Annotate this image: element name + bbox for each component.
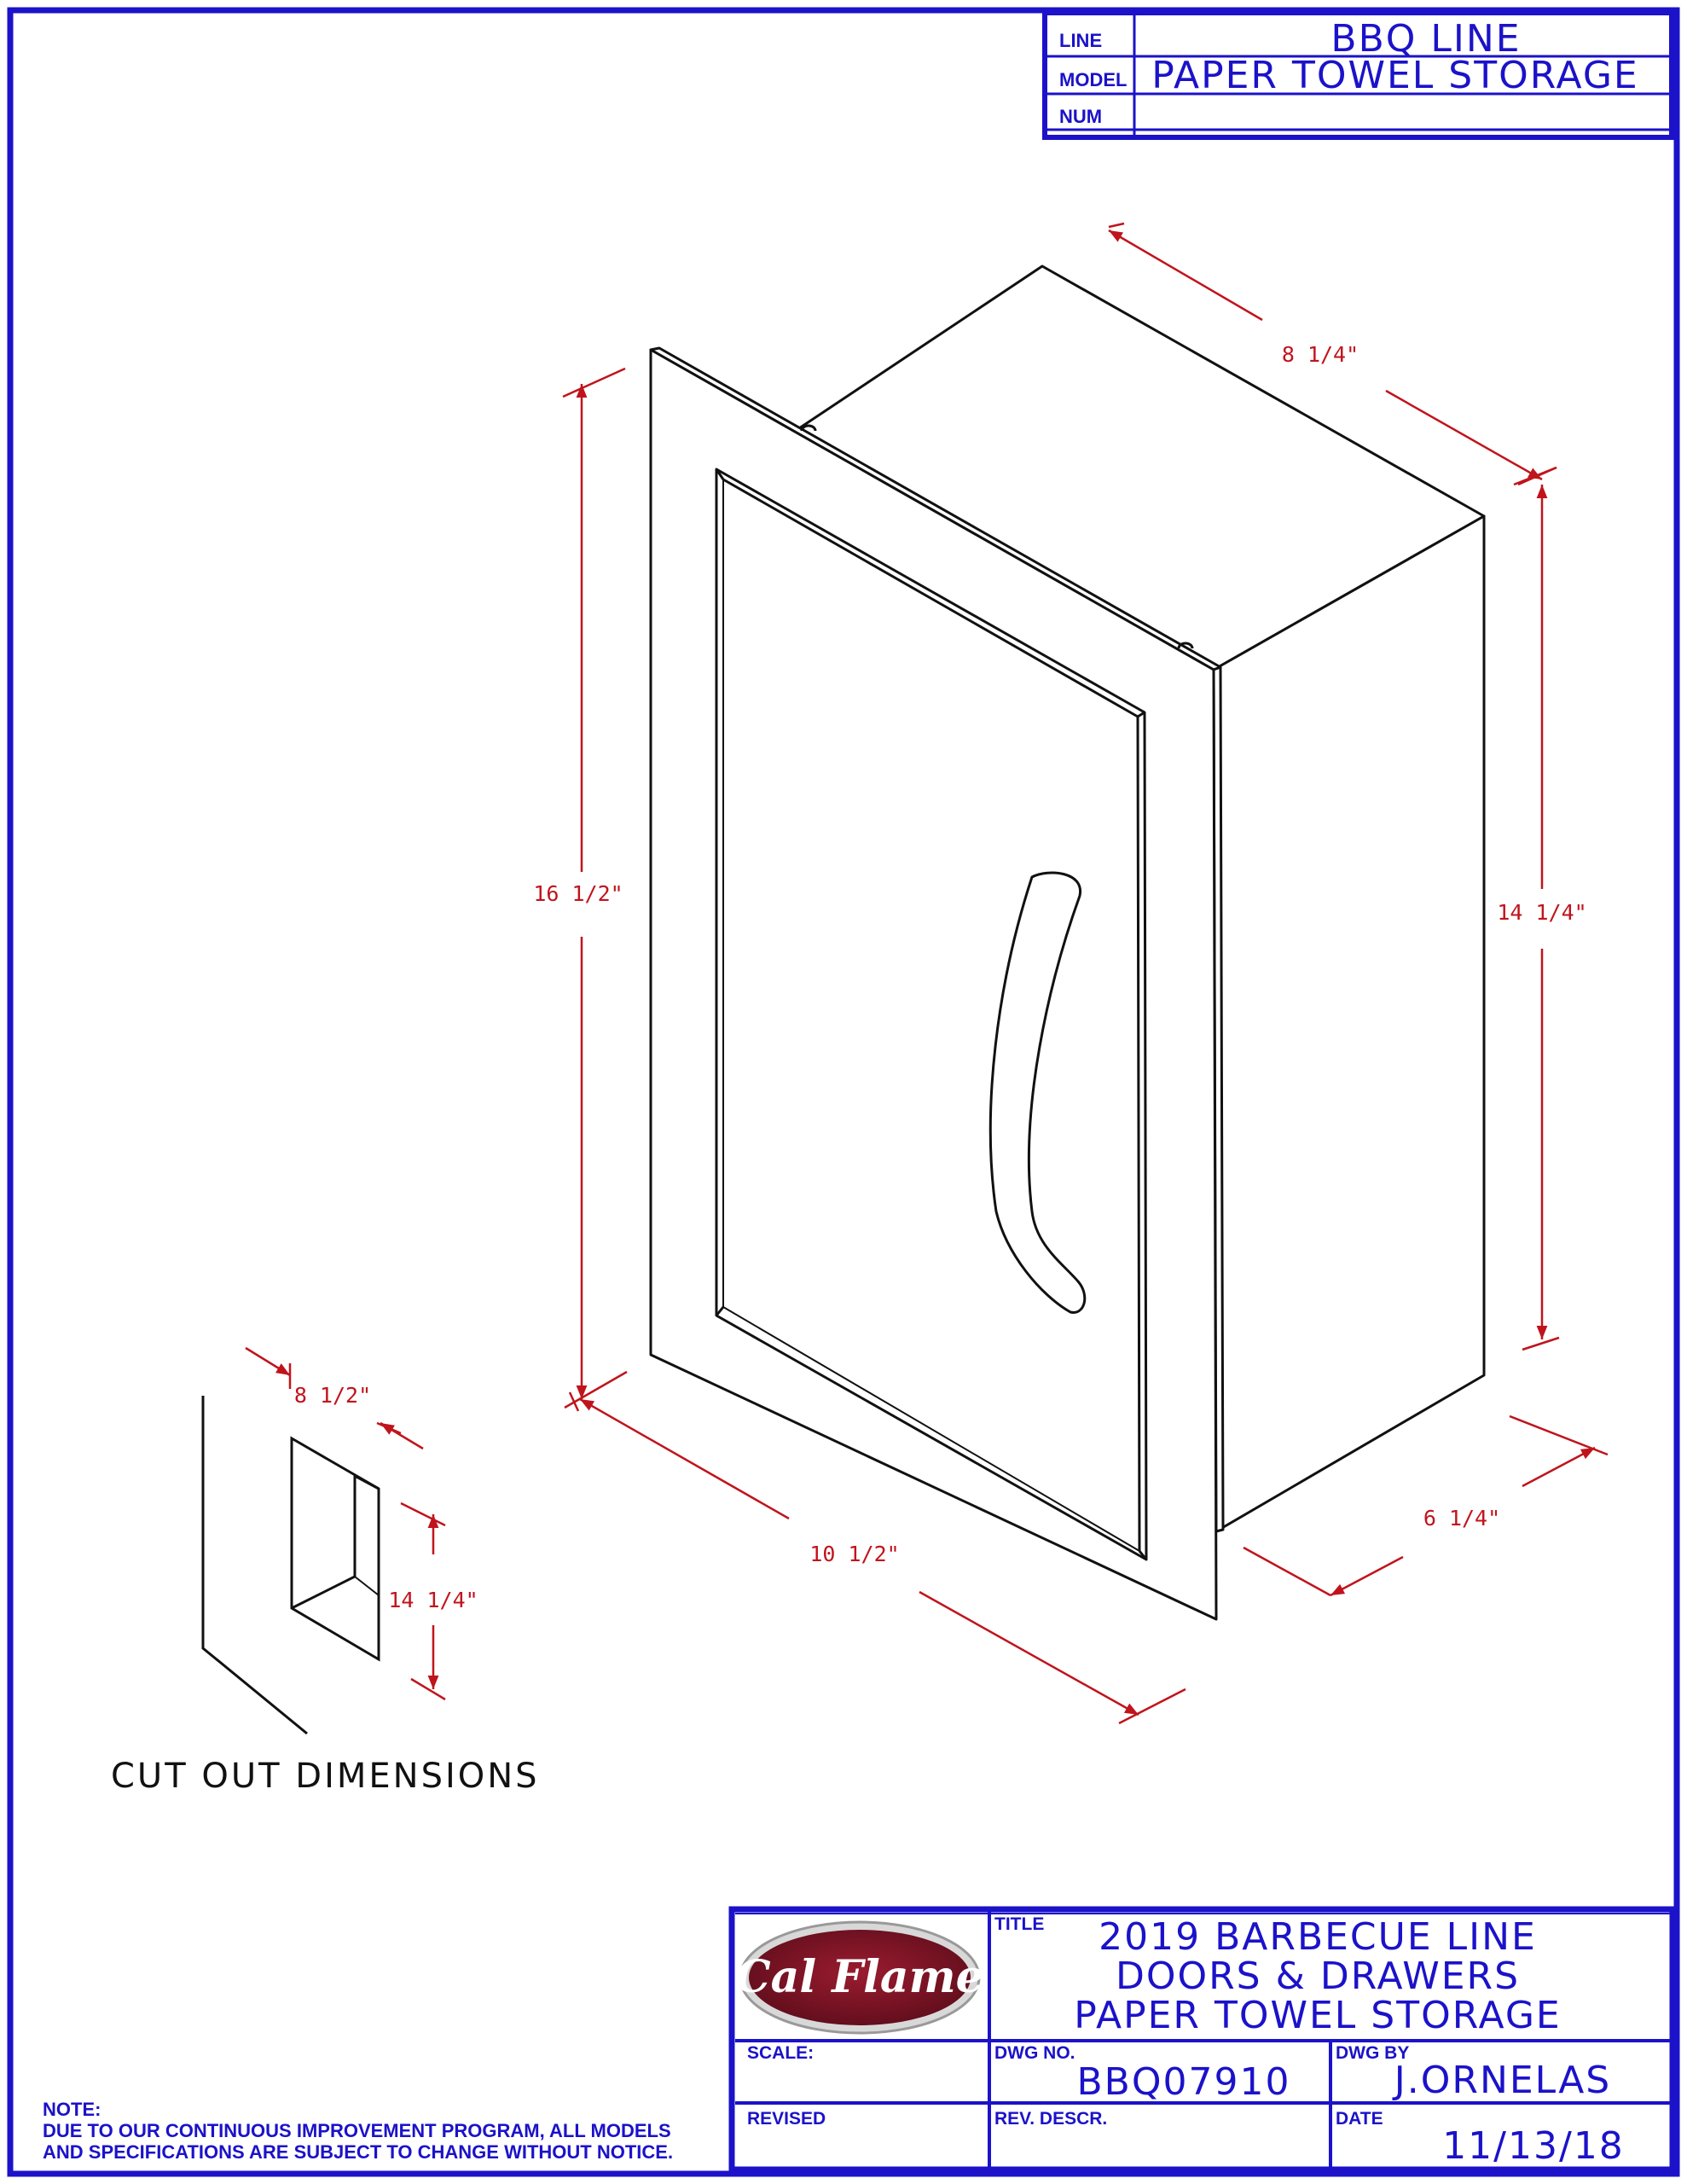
model-value: PAPER TOWEL STORAGE bbox=[1151, 54, 1638, 97]
date-value: 11/13/18 bbox=[1442, 2124, 1625, 2168]
date-label: DATE bbox=[1336, 2109, 1383, 2129]
scale-label: SCALE: bbox=[747, 2043, 814, 2063]
note-line-2: AND SPECIFICATIONS ARE SUBJECT TO CHANGE… bbox=[43, 2141, 673, 2163]
dwg-by-label: DWG BY bbox=[1336, 2043, 1409, 2063]
note-line-1: DUE TO OUR CONTINUOUS IMPROVEMENT PROGRA… bbox=[43, 2120, 671, 2141]
cutout-sketch bbox=[201, 1396, 380, 1735]
dim-top-width: 8 1/4" bbox=[1282, 342, 1359, 367]
dwg-by-value: J.ORNELAS bbox=[1392, 2059, 1611, 2102]
mount-tab-left bbox=[800, 424, 817, 432]
num-label: NUM bbox=[1059, 106, 1102, 127]
dimension-lines bbox=[245, 222, 1609, 1725]
title-line-2: DOORS & DRAWERS bbox=[1116, 1955, 1520, 1998]
top-title-block: LINE BBQ LINE MODEL PAPER TOWEL STORAGE … bbox=[1042, 10, 1674, 140]
sheet-border bbox=[7, 7, 1680, 2177]
note-label: NOTE: bbox=[43, 2099, 101, 2120]
dim-front-height: 16 1/2" bbox=[533, 881, 623, 906]
line-value: BBQ LINE bbox=[1330, 17, 1521, 61]
line-label: LINE bbox=[1059, 30, 1102, 51]
model-label: MODEL bbox=[1059, 69, 1127, 90]
title-line-3: PAPER TOWEL STORAGE bbox=[1074, 1994, 1561, 2037]
title-line-1: 2019 BARBECUE LINE bbox=[1099, 1915, 1537, 1959]
paper-towel-storage-unit bbox=[649, 264, 1486, 1621]
cal-flame-logo: Cal Flame bbox=[735, 1920, 984, 2035]
door-handle bbox=[988, 871, 1087, 1314]
box-side-face bbox=[1212, 514, 1486, 1533]
logo-text: Cal Flame bbox=[735, 1951, 983, 2003]
rev-descr-label: REV. DESCR. bbox=[994, 2109, 1107, 2129]
dim-depth: 6 1/4" bbox=[1423, 1506, 1500, 1531]
mount-tab-right bbox=[1177, 642, 1194, 649]
cutout-opening bbox=[290, 1436, 380, 1662]
dwg-no-label: DWG NO. bbox=[994, 2043, 1075, 2063]
dwg-no-value: BBQ07910 bbox=[1077, 2060, 1291, 2104]
dim-cutout-height: 14 1/4" bbox=[388, 1588, 478, 1612]
dim-side-height: 14 1/4" bbox=[1497, 900, 1586, 925]
bottom-title-block: Cal Flame TITLE 2019 BARBECUE LINE DOORS… bbox=[728, 1906, 1676, 2173]
dim-cutout-width: 8 1/2" bbox=[294, 1383, 371, 1408]
cutout-caption: CUT OUT DIMENSIONS bbox=[111, 1757, 540, 1796]
revised-label: REVISED bbox=[747, 2109, 826, 2129]
title-label: TITLE bbox=[994, 1914, 1044, 1934]
dim-front-width: 10 1/2" bbox=[809, 1542, 899, 1566]
